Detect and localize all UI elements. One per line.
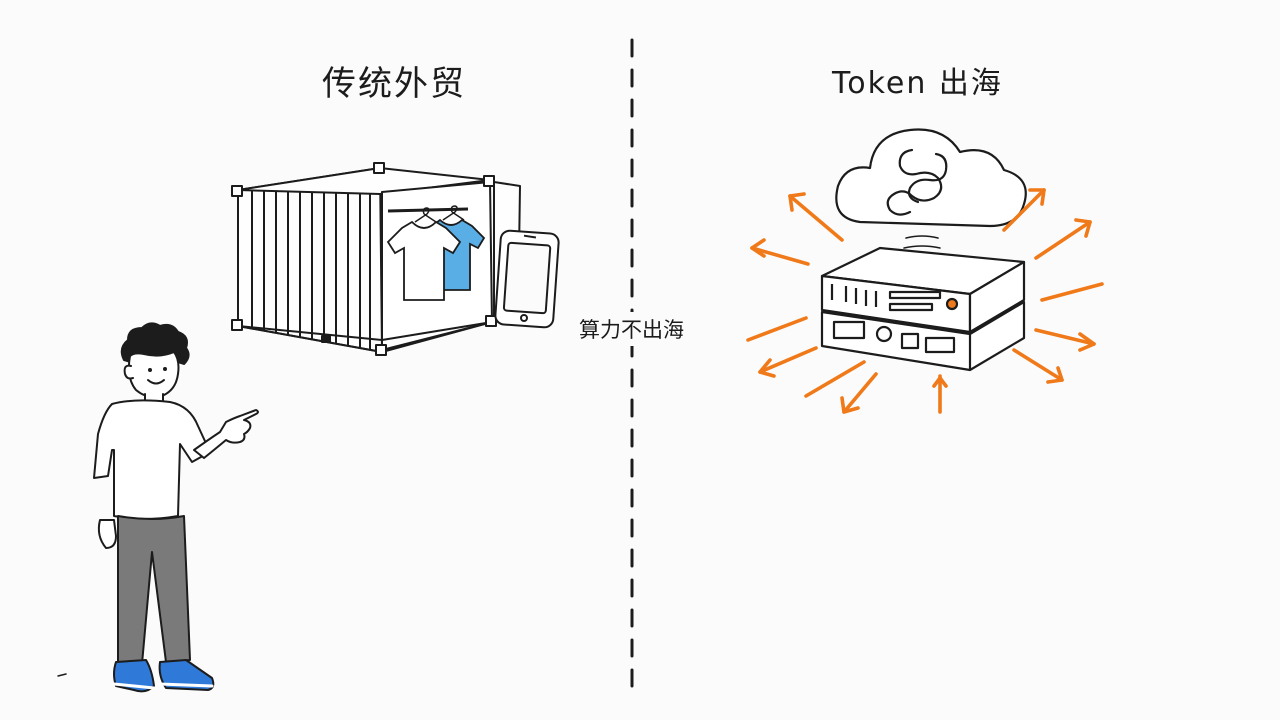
traditional-trade-title: 传统外贸 (322, 64, 466, 104)
arrow-icon (758, 346, 818, 378)
shoe-icon (113, 659, 155, 693)
tshirt-icon (386, 205, 486, 301)
smartphone-icon (494, 229, 560, 329)
arrow-icon (746, 316, 808, 342)
arrow-icon (1040, 282, 1104, 302)
shoe-icon (158, 659, 215, 691)
shipping-container-icon (231, 162, 521, 356)
token-overseas-title: Token 出海 (832, 66, 1003, 101)
arrow-icon (804, 360, 866, 398)
arrow-icon (750, 238, 810, 266)
knot-logo-icon (886, 148, 948, 216)
arrow-icon (840, 372, 878, 414)
person-figure (57, 322, 259, 693)
arrow-icon (788, 192, 844, 242)
compute-stays-label: 算力不出海 (577, 312, 686, 346)
arrow-icon (1034, 328, 1096, 352)
arrow-icon (1034, 218, 1092, 260)
arrow-icon (932, 374, 948, 414)
server-icon (820, 246, 1026, 372)
cloud-icon (835, 128, 1027, 228)
arrow-icon (1012, 348, 1064, 384)
radiating-arrows (746, 188, 1104, 414)
arrow-icon (1002, 188, 1046, 232)
